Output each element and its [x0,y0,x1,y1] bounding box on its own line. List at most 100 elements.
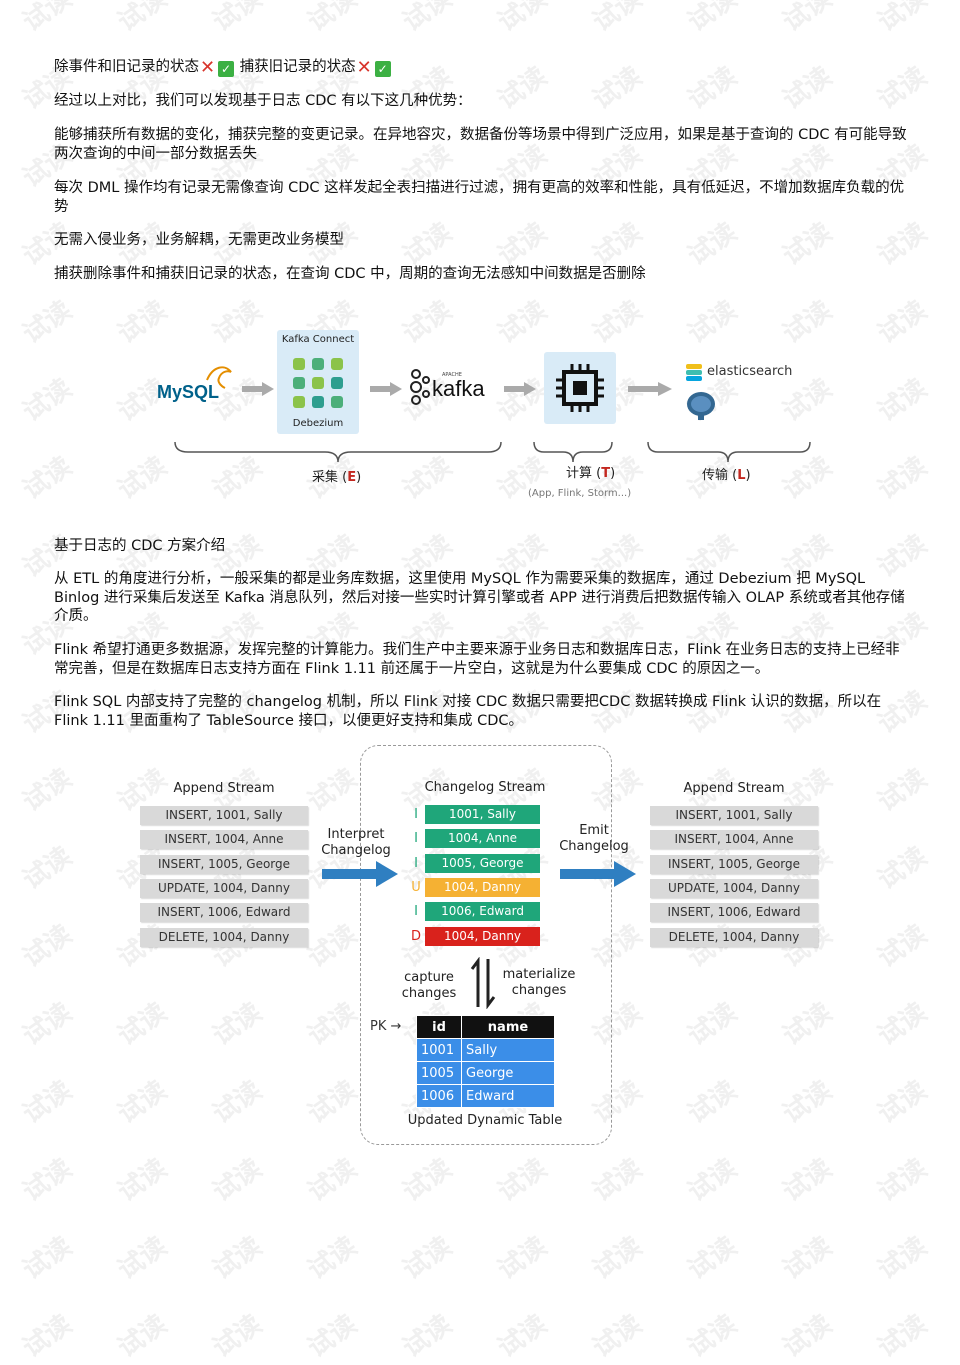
debezium-icon [293,358,343,408]
capture-line-2: changes [401,986,457,1001]
watermark-text: 试读 [872,841,933,896]
paragraph-comparison-row: 除事件和旧记录的状态✕✓ 捕获旧记录的状态✕✓ [54,58,909,77]
watermark-text: 试读 [492,1309,553,1364]
collect-text: 采集 [312,470,339,485]
compute-text: 计算 [566,466,593,481]
watermark-text: 试读 [777,0,838,38]
arrow-right-icon [242,382,274,396]
watermark-text: 试读 [17,1309,78,1364]
watermark-text: 试读 [872,1153,933,1208]
append-row: UPDATE, 1004, Danny [650,878,818,898]
transfer-letter: L [737,468,746,483]
append-row: INSERT, 1005, George [140,854,308,874]
kafka-connect-label: Kafka Connect [281,334,355,345]
paragraph-flink-sql: Flink SQL 内部支持了完整的 changelog 机制，所以 Flink… [54,694,882,729]
watermark-text: 试读 [872,451,933,506]
watermark-text: 试读 [302,1309,363,1364]
changelog-op: D [410,928,421,944]
watermark-text: 试读 [777,1153,838,1208]
watermark-text: 试读 [207,1153,268,1208]
table-header-id: id [416,1015,462,1039]
pk-text: PK [370,1019,387,1034]
capture-label: capture changes [396,970,462,1002]
cross-icon: ✕ [200,57,216,78]
watermark-text: 试读 [872,763,933,818]
compute-box [544,352,616,424]
watermark-text: 试读 [492,1153,553,1208]
watermark-text: 试读 [112,1153,173,1208]
dashed-frame [360,745,612,1145]
watermark-text: 试读 [777,1231,838,1286]
watermark-text: 试读 [587,1309,648,1364]
changelog-row: 1005, George [425,853,540,873]
append-row: DELETE, 1004, Danny [650,927,818,947]
watermark-text: 试读 [207,1309,268,1364]
debezium-label: Debezium [292,418,344,429]
watermark-text: 试读 [17,295,78,350]
mysql-label: MySQL [157,382,220,402]
elasticsearch-icon [686,364,702,381]
watermark-text: 试读 [682,1309,743,1364]
compute-letter: T [601,466,611,481]
changelog-row: 1004, Danny [425,926,540,946]
arrow-right-icon [504,382,536,396]
mysql-logo: MySQL [155,366,235,404]
watermark-text: 试读 [872,919,933,974]
arrow-right-icon [370,382,402,396]
watermark-text: 试读 [872,1075,933,1130]
watermark-text: 试读 [587,0,648,38]
paragraph-advantage-1: 能够捕获所有数据的变化，捕获完整的变更记录。在异地容灾，数据备份等场景中得到广泛… [54,127,907,162]
append-row: INSERT, 1001, Sally [140,806,308,825]
left-stream-title: Append Stream [173,781,275,796]
kafka-label: kafka [432,376,485,401]
arrow-right-icon [322,861,398,887]
check-icon: ✓ [218,61,234,77]
table-caption: Updated Dynamic Table [407,1113,563,1128]
table-cell-name: George [461,1061,555,1085]
watermark-text: 试读 [682,0,743,38]
emit-line-2: Changelog [559,839,629,854]
kafka-logo: APACHE kafka [408,368,498,408]
watermark-text: 试读 [872,1309,933,1364]
paragraph-flink-sources: Flink 希望打通更多数据源，发挥完整的计算能力。我们生产中主要来源于业务日志… [54,642,900,677]
append-row: INSERT, 1004, Anne [140,830,308,850]
watermark-text: 试读 [872,1231,933,1286]
check-icon: ✓ [374,61,391,77]
append-row: DELETE, 1004, Danny [140,927,308,947]
pk-label: PK → [370,1019,401,1034]
watermark-text: 试读 [397,1309,458,1364]
watermark-text: 试读 [17,373,78,428]
transfer-label: 传输 (L) [702,468,751,483]
arrow-right-icon [560,861,636,887]
watermark-text: 试读 [17,1075,78,1130]
watermark-text: 试读 [492,0,553,38]
postgresql-icon [687,392,715,420]
watermark-text: 试读 [17,1231,78,1286]
text-old-record: 捕获旧记录的状态 [239,59,356,75]
watermark-text: 试读 [302,0,363,38]
append-row: INSERT, 1006, Edward [140,903,308,923]
materialize-line-2: changes [511,983,567,998]
watermark-text: 试读 [17,0,78,38]
watermark-text: 试读 [397,0,458,38]
interpret-label: Interpret Changelog [316,827,396,859]
paragraph-etl: 从 ETL 的角度进行分析，一般采集的都是业务库数据，这里使用 MySQL 作为… [54,571,905,624]
middle-stream-title: Changelog Stream [424,780,546,795]
watermark-text: 试读 [872,997,933,1052]
bidirectional-arrow-icon [470,957,496,1009]
paragraph-advantage-2: 每次 DML 操作均有记录无需像查询 CDC 这样发起全表扫描进行过滤，拥有更高… [54,180,905,215]
table-cell-id: 1001 [416,1038,462,1062]
append-row: INSERT, 1006, Edward [650,903,818,923]
kafka-icon [410,369,430,405]
watermark-text: 试读 [17,451,78,506]
watermark-text: 试读 [17,1153,78,1208]
append-row: UPDATE, 1004, Danny [140,878,308,898]
interpret-line-2: Changelog [321,843,391,858]
brace-group [174,441,811,463]
changelog-op: I [414,855,418,871]
right-stream-title: Append Stream [683,781,785,796]
changelog-row: 1006, Edward [425,902,540,922]
watermark-text: 试读 [302,1231,363,1286]
